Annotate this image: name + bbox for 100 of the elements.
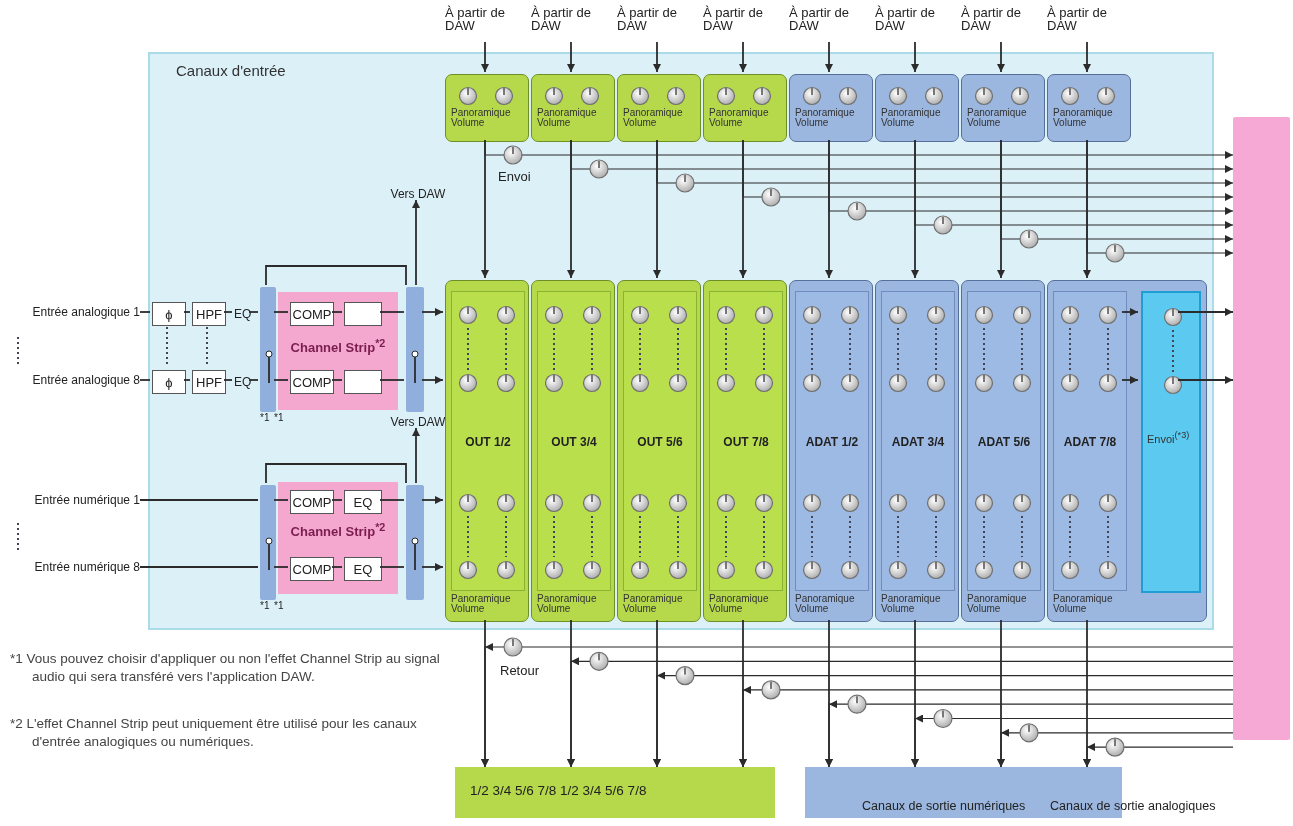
arrow <box>653 672 1234 768</box>
effect-block <box>344 302 382 326</box>
output-label: Canaux de sortie numériques <box>862 799 1027 814</box>
arrow <box>567 657 1234 768</box>
effect-block: HPF <box>192 370 226 394</box>
control-label: Panoramique Volume <box>1053 108 1114 127</box>
daw-return-panel <box>531 74 615 142</box>
daw-return-panel <box>1047 74 1131 142</box>
arrow <box>1121 376 1139 384</box>
signal-line <box>273 311 289 313</box>
footnote: *2 L'effet Channel Strip peut uniquement être utilisé pour les canaux d'entrée analogiques ou numériques. <box>10 715 418 751</box>
eq-label: EQ <box>234 306 251 322</box>
channel-name: ADAT 5/6 <box>976 437 1032 449</box>
destination-label: Vers DAW <box>388 186 448 202</box>
effect-processor-bar <box>1233 117 1290 740</box>
daw-return-panel <box>789 74 873 142</box>
signal-line <box>139 566 259 568</box>
control-label: Panoramique Volume <box>537 594 598 613</box>
source-label: À partir de DAW <box>959 4 1043 42</box>
channel-name: ADAT 3/4 <box>890 437 946 449</box>
input-label: Entrée numérique 8 <box>8 559 140 575</box>
mixer-channel-panel <box>1047 280 1207 622</box>
mixer-channel-panel <box>531 280 615 622</box>
effect-block: ϕ <box>152 302 186 326</box>
arrow <box>997 41 1005 73</box>
effect-block: HPF <box>192 302 226 326</box>
signal-line <box>265 265 407 286</box>
control-label: Panoramique Volume <box>451 108 512 127</box>
footnote: *1 Vous pouvez choisir d'appliquer ou non l'effet Channel Strip au signal audio qui sera transféré vers l'application DAW. <box>10 650 441 686</box>
destination-label: Vers DAW <box>388 414 448 430</box>
source-label: À partir de DAW <box>529 4 613 42</box>
control-label: Panoramique Volume <box>795 594 856 613</box>
control-label: Panoramique Volume <box>967 594 1028 613</box>
daw-return-panel <box>617 74 701 142</box>
routing-bar <box>260 485 276 600</box>
arrow <box>421 376 444 384</box>
control-label: Panoramique Volume <box>795 108 856 127</box>
footnote-mark: *1 <box>274 600 284 612</box>
signal-line <box>273 499 289 501</box>
footnote-mark: *1 <box>260 412 270 424</box>
arrow <box>421 563 444 571</box>
mixer-channel-panel <box>445 280 529 622</box>
section-title: Channel Strip$^{*2}$ <box>289 338 387 355</box>
mixer-channel-panel <box>703 280 787 622</box>
effect-block: ϕ <box>152 370 186 394</box>
effect-block: COMP <box>290 557 334 581</box>
source-label: À partir de DAW <box>787 4 871 42</box>
arrow <box>911 715 1234 768</box>
arrow <box>1177 376 1234 384</box>
effect-block <box>344 370 382 394</box>
arrow <box>825 41 833 73</box>
channel-name: ADAT 1/2 <box>804 437 860 449</box>
arrow <box>412 199 420 286</box>
input-channels-panel <box>148 52 1214 630</box>
mixer-channel-panel <box>789 280 873 622</box>
send-section-panel <box>1141 291 1201 593</box>
channel-name: OUT 3/4 <box>550 437 598 449</box>
eq-label: EQ <box>234 374 251 390</box>
control-label: Panoramique Volume <box>451 594 512 613</box>
channel-name: OUT 7/8 <box>722 437 770 449</box>
effect-block: EQ <box>344 490 382 514</box>
effect-block: COMP <box>290 490 334 514</box>
arrow <box>997 729 1234 768</box>
input-label: Entrée analogique 1 <box>8 304 140 320</box>
control-label: Panoramique Volume <box>881 594 942 613</box>
arrow <box>653 41 661 73</box>
panel-title: Canaux d'entrée <box>176 64 286 79</box>
effect-block: COMP <box>290 302 334 326</box>
footnote-mark: *1 <box>260 600 270 612</box>
source-label: À partir de DAW <box>615 4 699 42</box>
section-title: Channel Strip$^{*2}$ <box>289 522 387 539</box>
routing-bar <box>260 287 276 412</box>
channel-name: ADAT 7/8 <box>1062 437 1118 449</box>
source-label: À partir de DAW <box>701 4 785 42</box>
control-label: Panoramique Volume <box>623 594 684 613</box>
mixer-channel-panel <box>617 280 701 622</box>
input-label: Entrée numérique 1 <box>8 492 140 508</box>
output-label: Canaux de sortie analogiques <box>1050 799 1217 814</box>
arrow <box>1177 308 1234 316</box>
control-label: Panoramique Volume <box>709 594 770 613</box>
channel-strip-panel <box>278 482 398 594</box>
mixer-channel-panel <box>961 280 1045 622</box>
daw-return-panel <box>703 74 787 142</box>
control-label: Panoramique Volume <box>623 108 684 127</box>
control-label: Panoramique Volume <box>709 108 770 127</box>
effect-block: EQ <box>344 557 382 581</box>
arrow <box>481 643 1234 768</box>
arrow <box>739 41 747 73</box>
source-label: À partir de DAW <box>443 4 527 42</box>
control-label: Panoramique Volume <box>967 108 1028 127</box>
control-label: Panoramique Volume <box>881 108 942 127</box>
routing-bar <box>406 287 424 412</box>
annotation-label: Retour <box>500 664 541 679</box>
arrow <box>481 41 489 73</box>
arrow <box>825 700 1234 768</box>
daw-return-panel <box>445 74 529 142</box>
arrow <box>421 308 444 316</box>
annotation-label: Envoi <box>498 170 532 185</box>
arrow <box>1083 743 1234 768</box>
channel-strip-panel <box>278 292 398 410</box>
